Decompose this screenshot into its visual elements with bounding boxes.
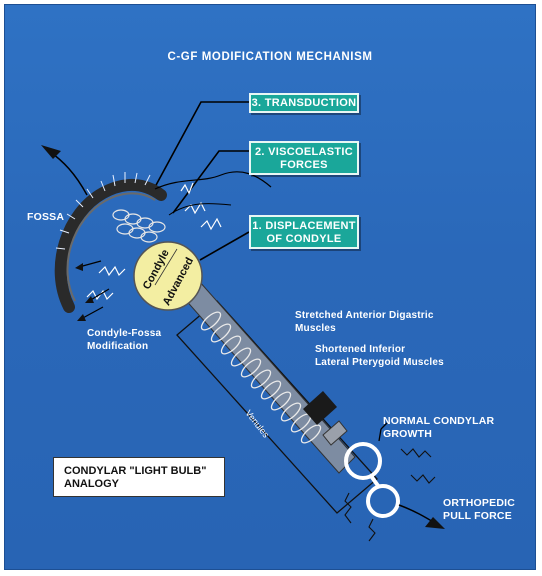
fossa-arc	[54, 178, 167, 313]
analogy-line2: ANALOGY	[64, 478, 119, 490]
normal-growth-label: NORMAL CONDYLAR GROWTH	[383, 415, 494, 441]
fossa-small-arrowheads	[75, 263, 94, 321]
pull-force-arrow	[398, 504, 436, 524]
condyle-fossa-label: Condyle-Fossa Modification	[87, 327, 161, 353]
stretched-muscles-label: Stretched Anterior Digastric Muscles	[295, 309, 434, 335]
step-viscoelastic-line2: FORCES	[280, 159, 328, 171]
lower-band	[322, 420, 348, 446]
orthopedic-pull-label: ORTHOPEDIC PULL FORCE	[443, 497, 515, 523]
condyle-fossa-line2: Modification	[87, 341, 149, 352]
spring-collar	[303, 391, 337, 425]
diagram-panel: C-GF MODIFICATION MECHANISM	[4, 4, 536, 570]
stretched-line2: Muscles	[295, 323, 336, 334]
step-displacement: 1. DISPLACEMENT OF CONDYLE	[249, 215, 359, 249]
displacement-pointer	[199, 231, 250, 261]
light-bulb-analogy-box: CONDYLAR "LIGHT BULB" ANALOGY	[53, 457, 225, 497]
condyle-fossa-line1: Condyle-Fossa	[87, 328, 162, 339]
ortho-line2: PULL FORCE	[443, 510, 512, 522]
fossa-small-arrows	[78, 260, 110, 320]
shortened-muscles-label: Shortened Inferior Lateral Pterygoid Mus…	[315, 343, 444, 369]
fossa-label: FOSSA	[27, 211, 65, 223]
pull-ring	[366, 484, 400, 518]
fossa-arrowhead	[41, 145, 61, 159]
step-viscoelastic-line1: 2. VISCOELASTIC	[254, 146, 354, 158]
ring-wavy-lines	[344, 448, 436, 542]
shortened-line1: Shortened Inferior	[315, 344, 406, 355]
fossa-spikes	[55, 172, 151, 250]
transduction-pointer	[154, 101, 249, 188]
fossa-arc-highlight	[66, 192, 156, 302]
diagram-title: C-GF MODIFICATION MECHANISM	[167, 51, 373, 63]
growth-pointer-2	[380, 422, 388, 430]
step-viscoelastic: 2. VISCOELASTIC FORCES	[249, 141, 359, 175]
venules-label: Venules	[243, 408, 271, 440]
mechanism-illustration: Condyle Advanced Venules	[41, 101, 445, 542]
condyle-bulb	[133, 241, 203, 311]
ring-link	[369, 474, 381, 489]
tissue-curve-2	[168, 203, 232, 216]
step-displacement-line1: 1. DISPLACEMENT	[252, 220, 356, 232]
ortho-line1: ORTHOPEDIC	[443, 497, 516, 509]
fossa-arrow	[48, 150, 88, 196]
growth-ring	[344, 442, 382, 480]
growth-pointer	[378, 428, 382, 442]
step-displacement-line2: OF CONDYLE	[266, 233, 342, 245]
shortened-line2: Lateral Pterygoid Muscles	[315, 357, 444, 368]
condyle-axis	[154, 248, 178, 286]
stretched-line1: Stretched Anterior Digastric	[295, 310, 434, 321]
tissue-curve-1	[154, 171, 272, 190]
analogy-line1: CONDYLAR "LIGHT BULB"	[64, 465, 207, 477]
pull-force-arrowhead	[425, 517, 445, 529]
upper-springs	[112, 209, 166, 243]
normal-growth-line1: NORMAL CONDYLAR	[383, 415, 495, 427]
step-transduction: 3. TRANSDUCTION	[249, 93, 359, 113]
muscle-spring	[200, 311, 322, 444]
step-transduction-line1: 3. TRANSDUCTION	[251, 97, 357, 109]
normal-growth-line2: GROWTH	[383, 428, 433, 440]
